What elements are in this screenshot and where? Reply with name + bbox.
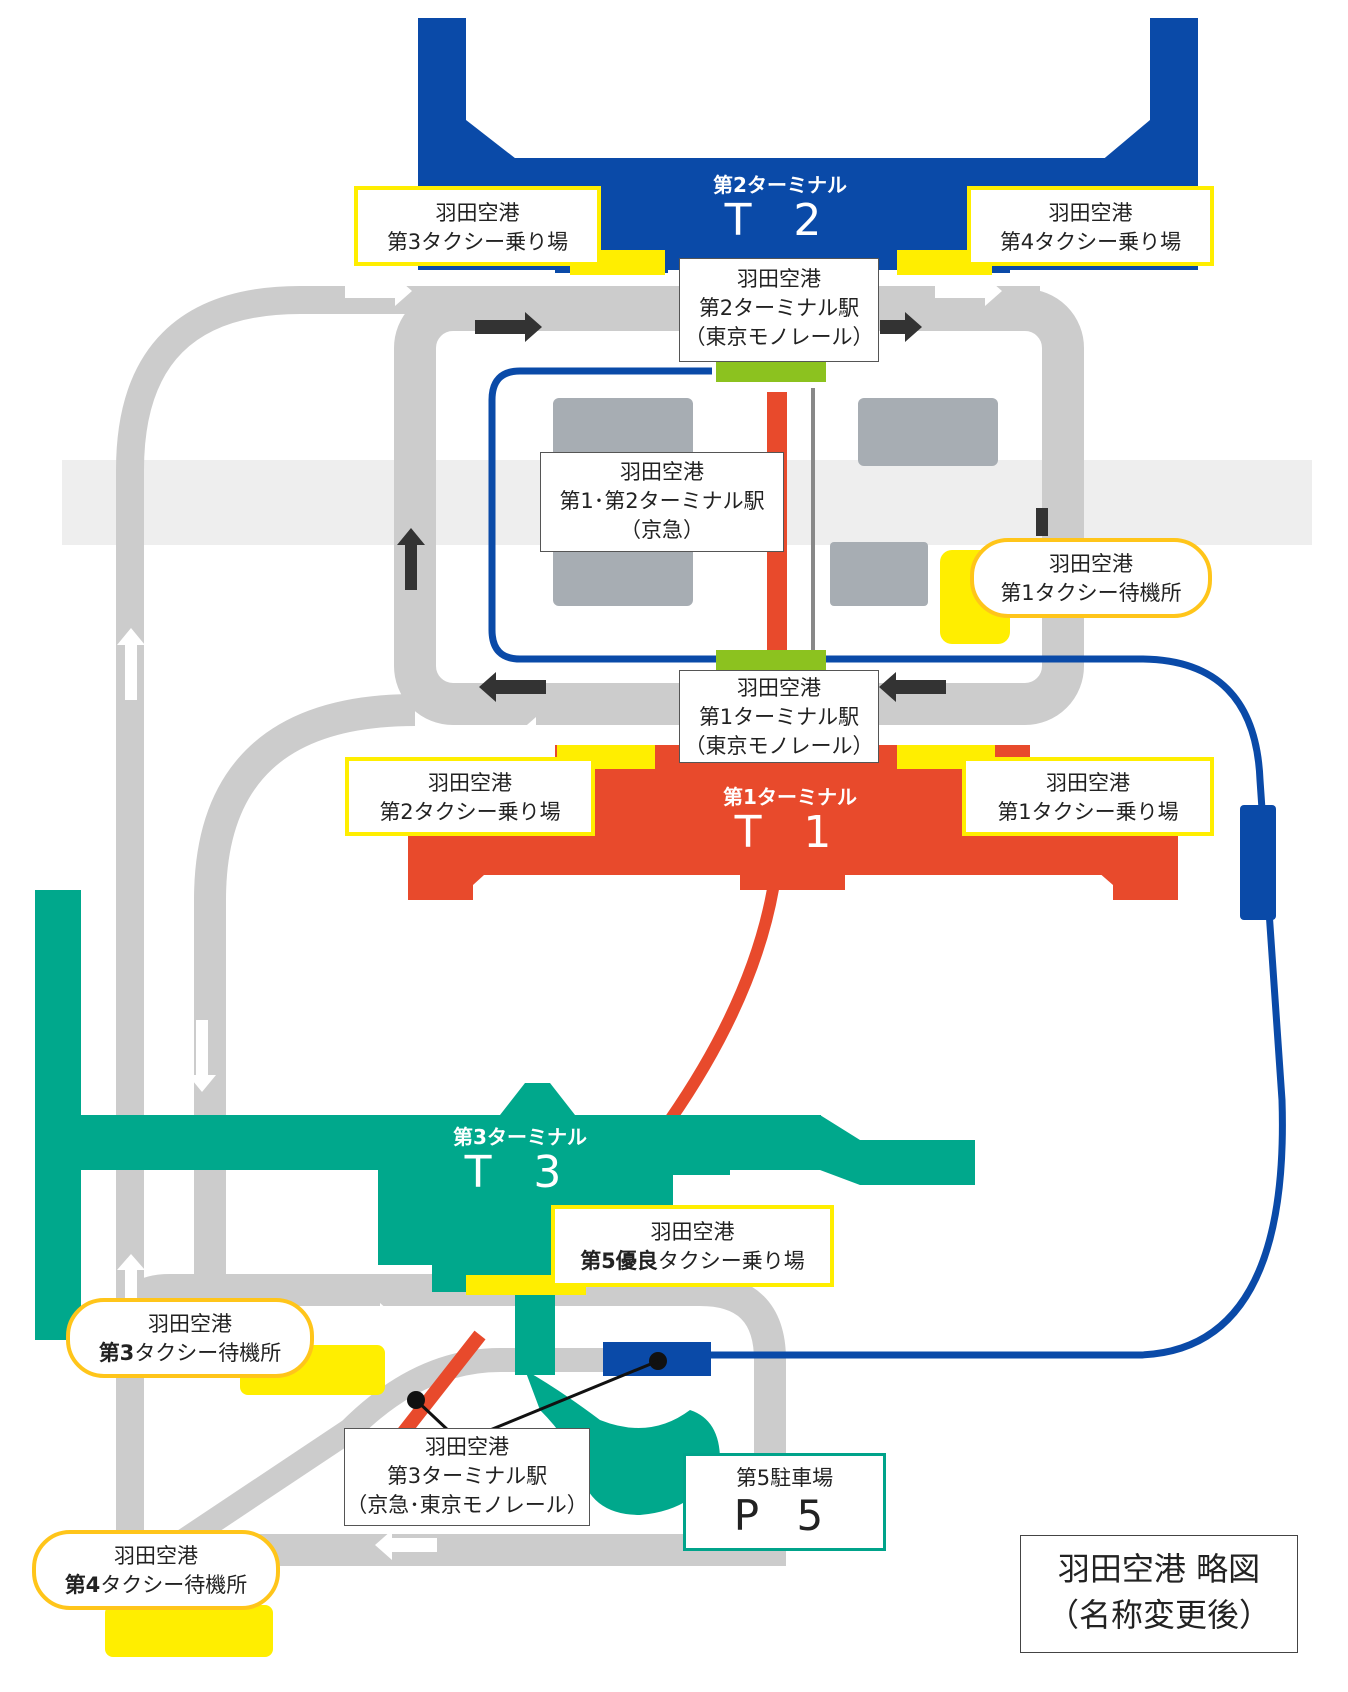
leader-line [414,1398,452,1434]
taxi-stand-4-label: 羽田空港第4タクシー乗り場 [967,186,1214,266]
arrow-white-left [375,1530,437,1560]
taxi-stand-1-label: 羽田空港第1タクシー乗り場 [962,757,1214,836]
terminal-3-name: 第3ターミナル T 3 [453,1125,587,1198]
t1-station-platform [716,650,826,670]
monorail-line [488,367,1286,1359]
taxi-stand-5-label: 羽田空港 第5優良タクシー乗り場 [551,1205,834,1287]
road-arrows [117,276,1048,1560]
terminal-3-building [35,890,975,1515]
keikyu-line-south [665,869,782,1124]
t2-station-platform [716,362,826,382]
taxi-waiting-4-label: 羽田空港 第4タクシー待機所 [32,1530,280,1610]
t1-monorail-station-label: 羽田空港第1ターミナル駅（東京モノレール） [679,670,879,763]
map-legend: 羽田空港 略図 （名称変更後） [1020,1535,1298,1653]
leader-line [489,1359,659,1432]
taxi-waiting-3-label: 羽田空港 第3タクシー待機所 [66,1298,314,1378]
t2-monorail-station-label: 羽田空港第2ターミナル駅（東京モノレール） [679,258,879,362]
arrow-dark-up [397,528,425,590]
arrow-dark-right [880,312,922,342]
terminal-1-building [408,745,1178,900]
road-t3-inner [163,1348,700,1560]
arrow-white-up [117,628,145,700]
arrow-dark-left [879,672,946,702]
terminal-2-name: 第2ターミナル T 2 [713,173,847,246]
arrow-white-down [188,1020,216,1092]
arrow-white-up [117,1254,145,1300]
arrow-white-right [345,276,412,306]
arrow-white-left [519,717,586,747]
road-west-inner [194,694,416,1320]
arrow-dark-left [479,672,546,702]
road-west-loop [116,286,1040,1540]
t3-station-label: 羽田空港第3ターミナル駅（京急･東京モノレール） [344,1428,590,1526]
parking-p5-label: 第5駐車場 P 5 [683,1453,886,1551]
arrow-white-right [935,276,1002,306]
monorail-segment [1240,805,1276,920]
taxi-waiting-zone [105,1605,273,1657]
terminal-1-name: 第1ターミナル T 1 [723,785,857,858]
arrow-dark-right [475,312,542,342]
taxi-stand-2-label: 羽田空港第2タクシー乗り場 [345,757,595,836]
arrow-dark-stub [1036,508,1048,536]
arrow-white-right [340,1303,397,1333]
t12-keikyu-station-label: 羽田空港第1･第2ターミナル駅（京急） [540,452,784,552]
taxi-waiting-1-label: 羽田空港第1タクシー待機所 [970,538,1212,618]
taxi-stand-3-label: 羽田空港第3タクシー乗り場 [354,186,601,266]
